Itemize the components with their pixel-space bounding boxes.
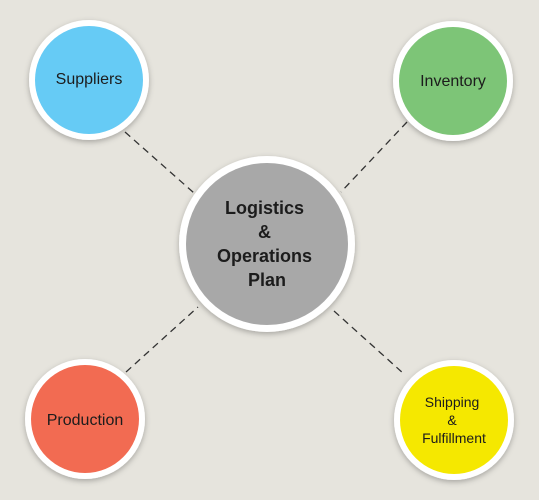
node-line: Suppliers bbox=[56, 71, 123, 88]
connector-suppliers bbox=[124, 131, 195, 194]
center-node: Logistics & Operations Plan bbox=[179, 156, 355, 332]
node-fill bbox=[35, 26, 143, 134]
node-production-label: Production bbox=[47, 412, 124, 429]
node-line: Production bbox=[47, 412, 124, 429]
connector-inventory bbox=[340, 121, 408, 193]
node-suppliers: Suppliers bbox=[29, 20, 149, 140]
center-title: Logistics & Operations Plan bbox=[217, 198, 317, 290]
node-line: & bbox=[447, 412, 457, 428]
connector-shipping bbox=[333, 310, 405, 375]
connector-production bbox=[125, 306, 199, 373]
node-line: Inventory bbox=[420, 73, 486, 90]
node-shipping-label: Shipping & Fulfillment bbox=[422, 394, 486, 446]
node-fill bbox=[399, 27, 507, 135]
node-line: Fulfillment bbox=[422, 430, 486, 446]
node-suppliers-label: Suppliers bbox=[56, 71, 123, 88]
node-production: Production bbox=[25, 359, 145, 479]
node-fill bbox=[400, 366, 508, 474]
center-line: & bbox=[258, 222, 271, 242]
node-line: Shipping bbox=[425, 394, 480, 410]
center-line: Logistics bbox=[225, 198, 304, 218]
node-inventory-label: Inventory bbox=[420, 73, 486, 90]
center-circle-fill bbox=[186, 163, 348, 325]
node-fill bbox=[31, 365, 139, 473]
center-line: Operations bbox=[217, 246, 312, 266]
node-shipping: Shipping & Fulfillment bbox=[394, 360, 514, 480]
node-inventory: Inventory bbox=[393, 21, 513, 141]
center-line: Plan bbox=[248, 270, 286, 290]
